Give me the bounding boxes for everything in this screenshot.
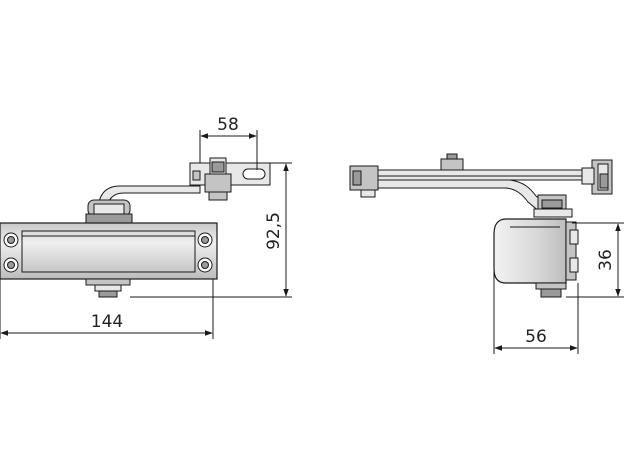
dimension-36: 36 [566, 222, 624, 298]
dimension-144-label: 144 [91, 312, 123, 332]
side-closer-body [493, 218, 579, 284]
side-arm-nut [440, 153, 464, 171]
side-right-bracket [581, 159, 613, 195]
side-bottom-nut [535, 282, 567, 298]
front-spindle-top [85, 199, 133, 225]
dimension-92-5: 92,5 [130, 162, 292, 298]
dimension-58-label: 58 [217, 115, 239, 135]
dimension-58: 58 [199, 115, 258, 170]
front-closer-body [0, 222, 218, 280]
dimension-56-label: 56 [525, 327, 547, 347]
dimension-92-5-label: 92,5 [264, 212, 284, 250]
dimension-36-label: 36 [596, 249, 616, 271]
front-elbow-nut [204, 157, 232, 201]
side-arm-clevis [349, 165, 379, 198]
dimension-56: 56 [493, 268, 579, 354]
front-view [0, 157, 271, 298]
dimension-144: 144 [0, 279, 214, 339]
front-spindle-bottom [85, 278, 131, 298]
side-spindle [533, 194, 573, 218]
side-view [349, 153, 613, 298]
